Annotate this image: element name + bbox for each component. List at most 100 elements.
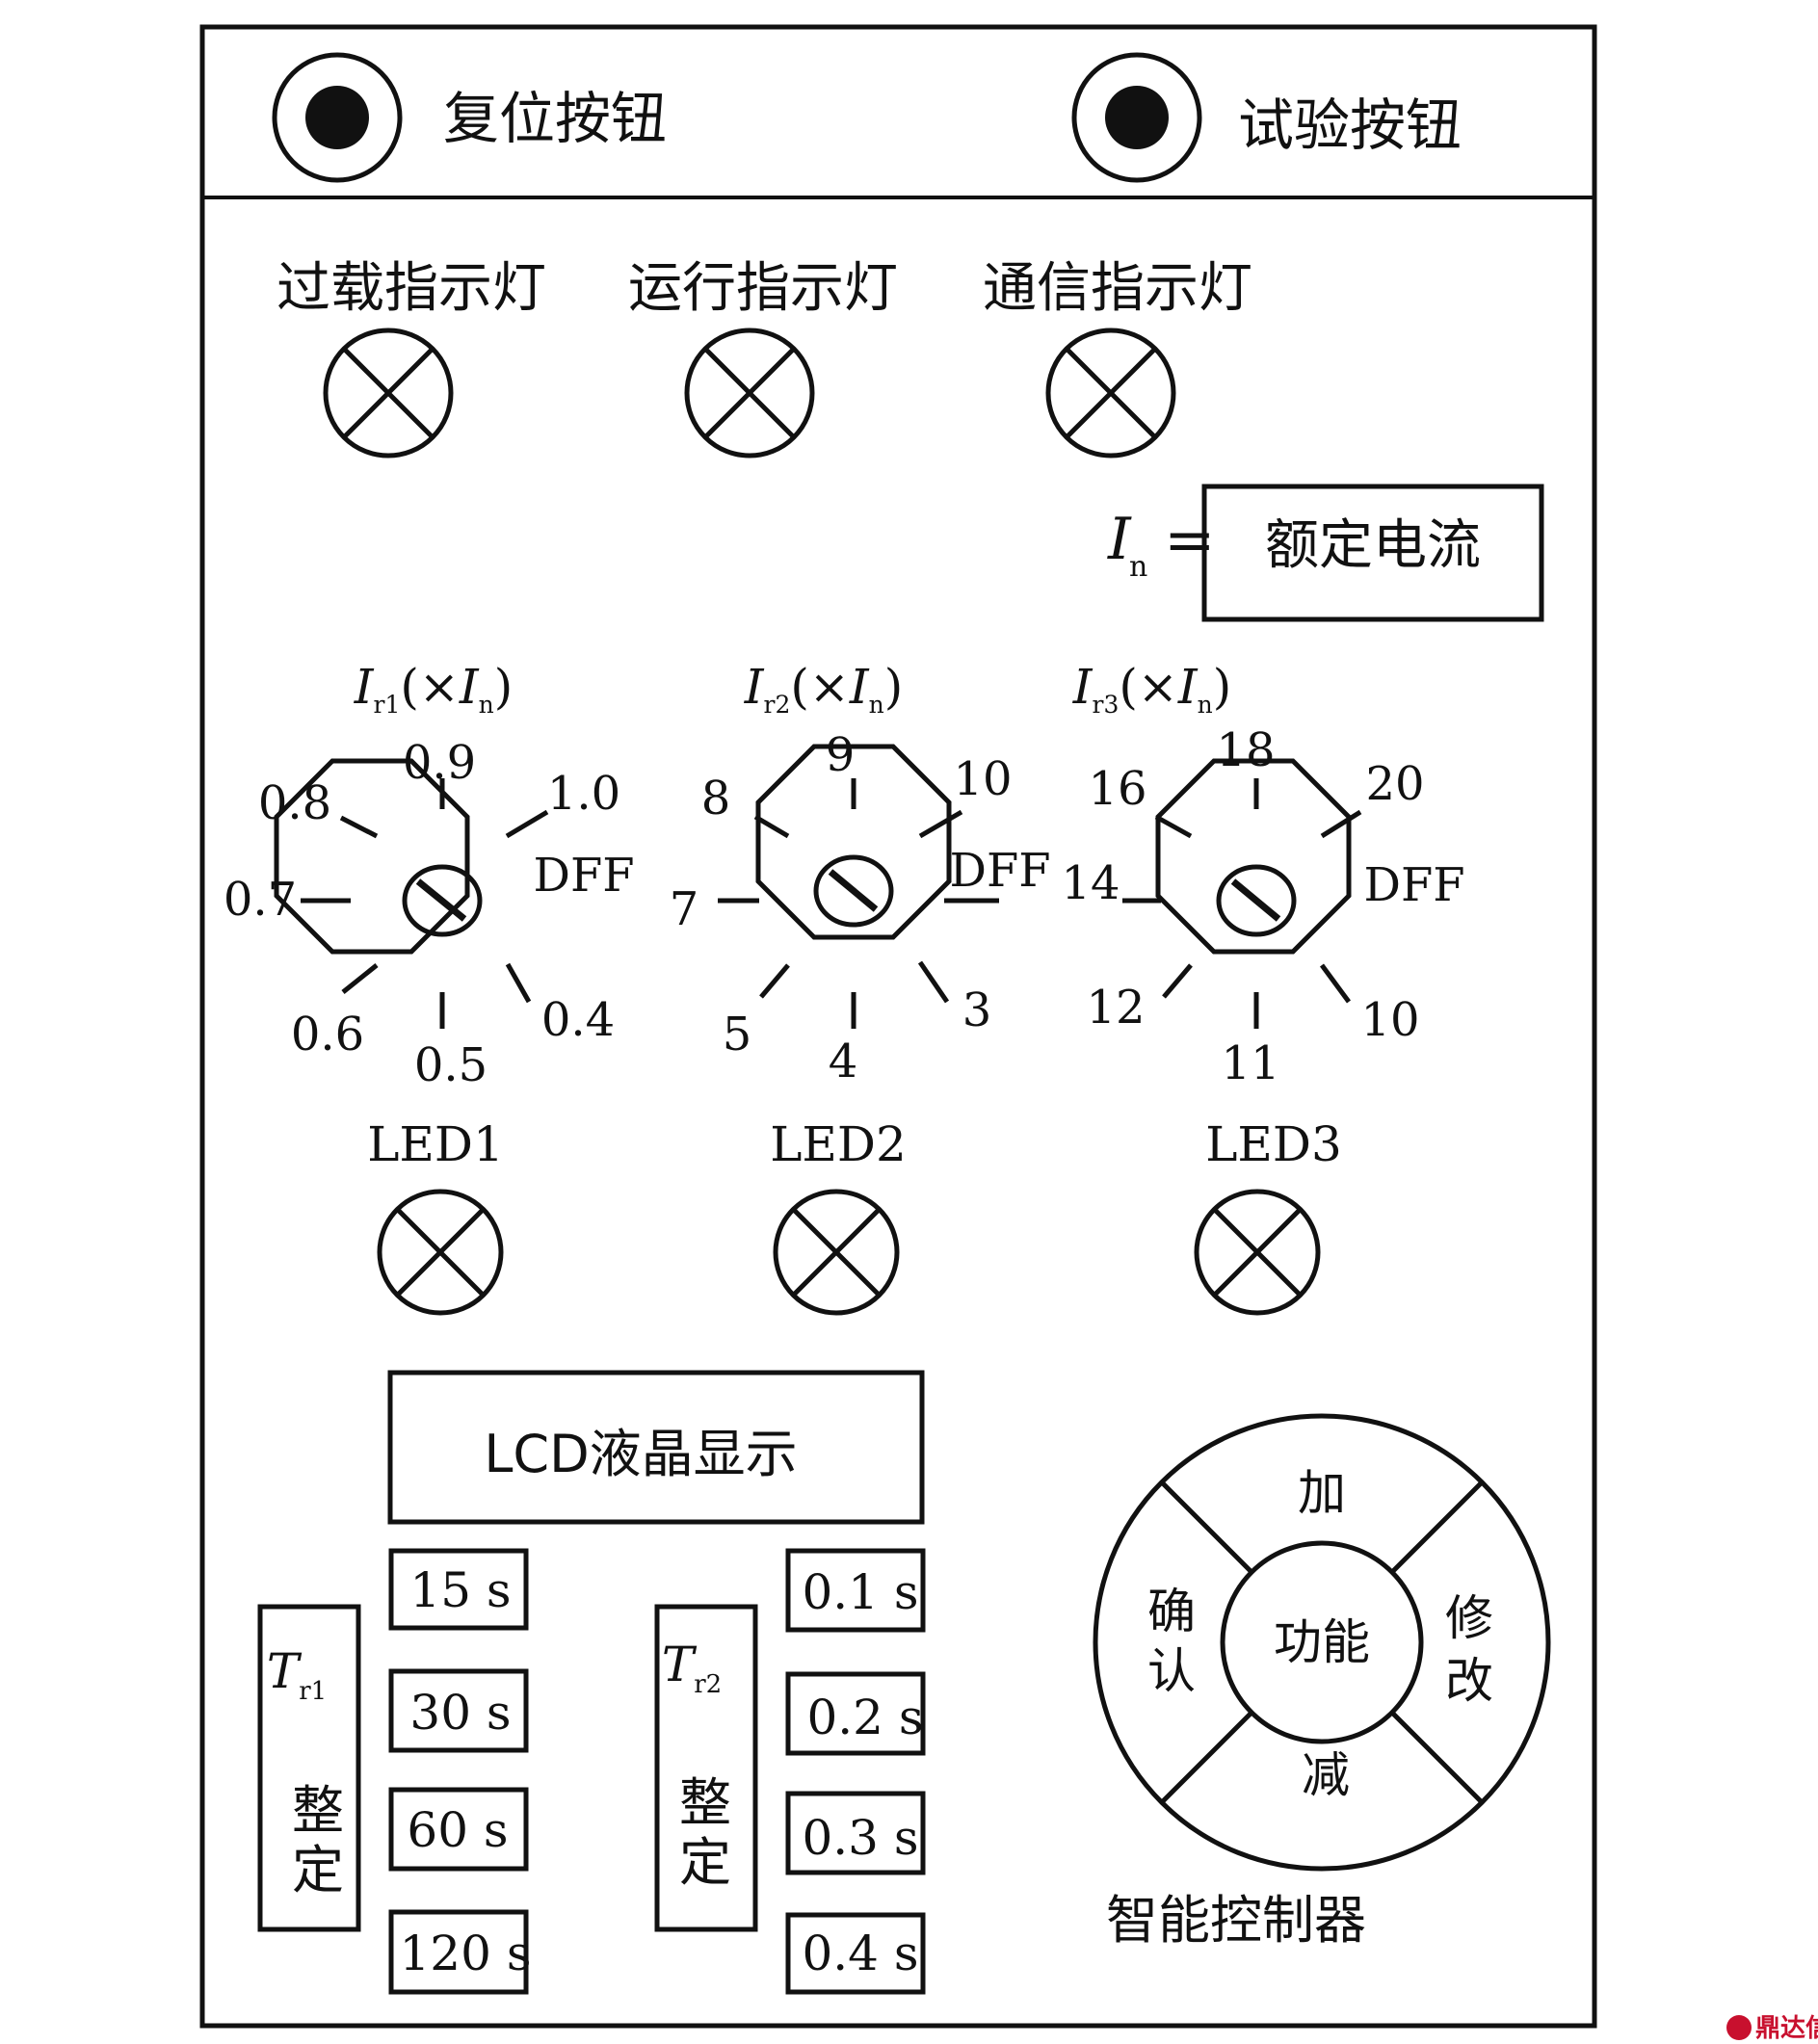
keypad-function-button[interactable]: 功能 bbox=[1220, 1540, 1424, 1744]
keypad-center-ring bbox=[1220, 1540, 1424, 1744]
tr2-symbol: Tr2 bbox=[662, 1637, 722, 1699]
option-box bbox=[388, 1909, 529, 1995]
dial-ir1-tick-label: 1.0 bbox=[547, 767, 620, 821]
dial-ir3-tick-label: 16 bbox=[1088, 762, 1146, 816]
dial-ir1-knob bbox=[402, 864, 483, 937]
tr1-symbol: Tr1 bbox=[267, 1643, 327, 1706]
dial-ir2-tick bbox=[917, 960, 950, 1004]
lcd-display bbox=[387, 1370, 925, 1525]
dial-ir3-tick-label: 11 bbox=[1221, 1036, 1279, 1090]
dial-ir1-tick bbox=[339, 815, 379, 839]
dial-ir1-tick-label: 0.6 bbox=[291, 1008, 364, 1061]
communication-indicator-label: 通信指示灯 bbox=[983, 257, 1252, 320]
dial-ir3-tick bbox=[1154, 814, 1193, 839]
dial-ir1-tick-label: DFF bbox=[533, 849, 634, 903]
lamp-cross bbox=[396, 1208, 485, 1297]
option-box bbox=[388, 1787, 529, 1872]
overload-indicator-label: 过载指示灯 bbox=[277, 257, 546, 320]
tr1-option-15s[interactable]: 15 s bbox=[388, 1548, 529, 1631]
lamp-circle bbox=[684, 328, 815, 459]
keypad-modify-label-2: 改 bbox=[1445, 1653, 1493, 1709]
option-label: 0.4 s bbox=[802, 1926, 918, 1981]
tr2-option-0.1s[interactable]: 0.1 s bbox=[785, 1548, 926, 1633]
reset-button-label: 复位按钮 bbox=[443, 86, 667, 151]
dial-ir1[interactable]: Ir1(×In) 0.9 1.0 DFF 0.4 0.5 0.6 0.7 0.8 bbox=[224, 659, 635, 1092]
dial-ir3-pointer bbox=[1230, 878, 1281, 922]
reset-button[interactable] bbox=[272, 52, 403, 183]
rated-current-label: 额定电流 bbox=[1265, 514, 1481, 577]
dial-ir3-tick-label: 12 bbox=[1086, 981, 1145, 1035]
dial-ir2-tick bbox=[759, 963, 790, 999]
rated-current-equals: = bbox=[1164, 505, 1216, 576]
dial-ir2-tick-label: 5 bbox=[723, 1008, 752, 1061]
lamp-cross bbox=[1065, 347, 1157, 439]
option-box bbox=[785, 1548, 926, 1633]
dial-ir3-octagon bbox=[1155, 758, 1352, 955]
rated-current-symbol: I bbox=[1107, 506, 1132, 573]
tr1-option-60s[interactable]: 60 s bbox=[388, 1787, 529, 1872]
lcd-display-label: LCD液晶显示 bbox=[484, 1424, 797, 1484]
dial-ir2-tick bbox=[753, 814, 790, 839]
dial-ir2-pointer bbox=[828, 869, 879, 912]
dial-ir2-knob bbox=[813, 854, 894, 928]
watermark-text: 鼎达信 bbox=[1755, 2014, 1818, 2043]
led3-lamp bbox=[1194, 1189, 1321, 1316]
tr1-option-30s[interactable]: 30 s bbox=[388, 1668, 529, 1753]
dial-ir1-tick bbox=[341, 963, 379, 994]
dial-ir2-tick-label: 3 bbox=[962, 983, 992, 1037]
led1-label: LED1 bbox=[367, 1116, 504, 1172]
keypad-confirm-button[interactable]: 确 认 bbox=[1147, 1584, 1196, 1699]
reset-button-core bbox=[305, 86, 369, 149]
keypad-confirm-label-2: 认 bbox=[1147, 1643, 1196, 1699]
keypad-modify-button[interactable]: 修 改 bbox=[1445, 1590, 1493, 1709]
watermark: 鼎达信 bbox=[1726, 2014, 1818, 2043]
dial-ir3-knob bbox=[1216, 864, 1297, 937]
keypad-divider bbox=[1390, 1481, 1484, 1574]
option-box bbox=[785, 1912, 926, 1995]
keypad-divider bbox=[1160, 1711, 1253, 1804]
tr2-label-2: 定 bbox=[679, 1832, 731, 1893]
dial-ir2-tick-label: 8 bbox=[701, 772, 731, 825]
dial-ir2-tick-label: 9 bbox=[826, 728, 856, 782]
dial-ir1-tick bbox=[505, 962, 532, 1004]
dial-ir1-head: Ir1(×In) bbox=[354, 659, 513, 719]
keypad-decrease-label[interactable]: 减 bbox=[1302, 1747, 1350, 1803]
reset-button-ring bbox=[272, 52, 403, 183]
navigation-keypad bbox=[1093, 1413, 1551, 1872]
dial-ir2-head: Ir2(×In) bbox=[744, 659, 903, 719]
lamp-circle bbox=[1045, 328, 1176, 459]
dial-ir1-tick-label: 0.9 bbox=[403, 736, 476, 790]
dial-ir2-tick-label: 7 bbox=[670, 882, 699, 936]
dial-ir3-tick-label: 20 bbox=[1365, 757, 1424, 811]
dial-ir2[interactable]: Ir2(×In) 9 10 DFF 3 4 5 7 8 bbox=[670, 659, 1051, 1088]
tr1-option-120s[interactable]: 120 s bbox=[388, 1909, 532, 1995]
tr2-option-0.2s[interactable]: 0.2 s bbox=[785, 1671, 926, 1756]
dial-ir2-octagon bbox=[755, 744, 952, 940]
lamp-circle bbox=[773, 1189, 900, 1316]
keypad-divider bbox=[1160, 1481, 1253, 1574]
led3-label: LED3 bbox=[1205, 1116, 1342, 1172]
dial-ir3-tick bbox=[1320, 809, 1362, 839]
dial-ir3[interactable]: Ir3(×In) 18 20 DFF 10 11 12 14 16 bbox=[1061, 659, 1464, 1090]
dial-ir1-tick bbox=[505, 809, 549, 839]
keypad-confirm-label-1: 确 bbox=[1147, 1584, 1196, 1639]
led2-lamp bbox=[773, 1189, 900, 1316]
keypad-increase-label[interactable]: 加 bbox=[1298, 1465, 1346, 1521]
dial-ir2-tick-label: DFF bbox=[949, 844, 1050, 898]
tr2-option-0.3s[interactable]: 0.3 s bbox=[785, 1791, 926, 1875]
lamp-circle bbox=[323, 328, 454, 459]
test-button[interactable] bbox=[1071, 52, 1202, 183]
dial-ir3-tick-label: 10 bbox=[1360, 993, 1419, 1047]
tr2-option-0.4s[interactable]: 0.4 s bbox=[785, 1912, 926, 1995]
dial-ir1-tick-label: 0.5 bbox=[414, 1038, 487, 1092]
dial-ir3-tick-label: 14 bbox=[1061, 856, 1120, 910]
dial-ir3-tick bbox=[1319, 963, 1352, 1004]
option-label: 0.2 s bbox=[806, 1690, 923, 1745]
lamp-circle bbox=[1194, 1189, 1321, 1316]
communication-indicator-lamp bbox=[1045, 328, 1176, 459]
running-indicator-lamp bbox=[684, 328, 815, 459]
keypad-center-label: 功能 bbox=[1274, 1614, 1370, 1670]
dial-ir3-head: Ir3(×In) bbox=[1072, 659, 1231, 719]
keypad-divider bbox=[1390, 1711, 1484, 1804]
